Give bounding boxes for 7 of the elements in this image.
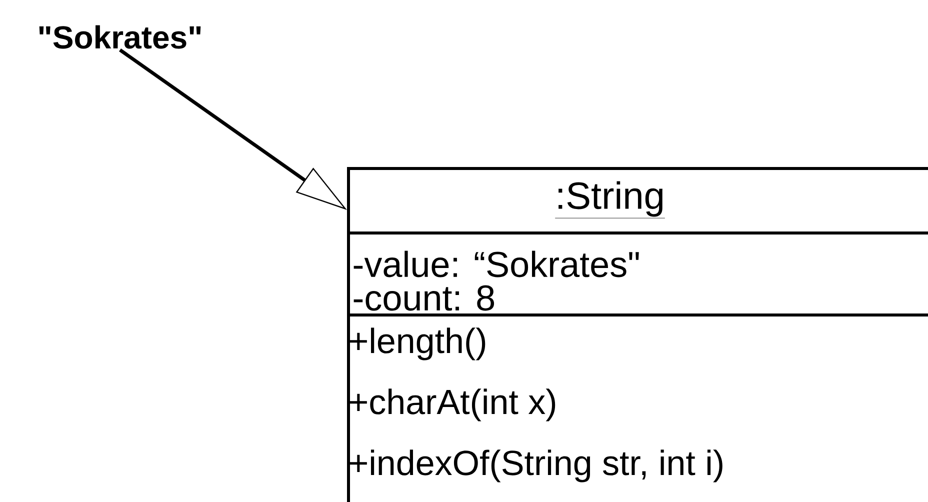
attribute-text: -value: “Sokrates" xyxy=(354,250,639,278)
label-text: "Sokrates" xyxy=(39,25,201,49)
method-text: +charAt(int x) xyxy=(350,388,556,422)
attribute-text: -count: 8 xyxy=(354,285,494,311)
method-text: +length() xyxy=(350,328,486,360)
class-name: :String xyxy=(554,181,666,218)
method-text: +indexOf(String str, int i) xyxy=(350,450,722,482)
